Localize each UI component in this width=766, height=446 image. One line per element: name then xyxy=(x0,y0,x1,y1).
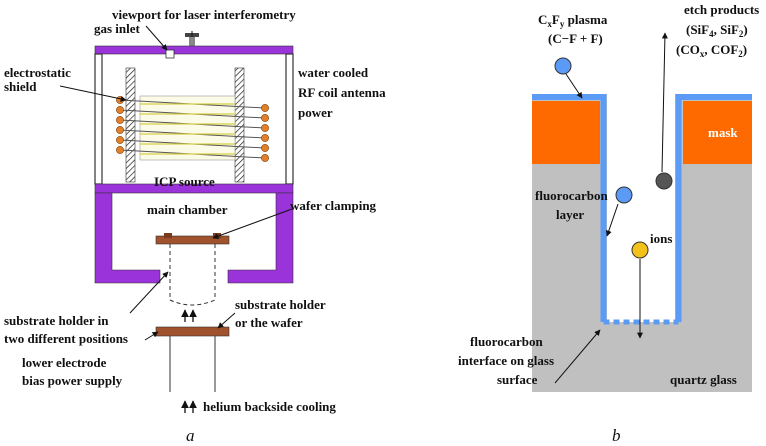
coil-terminal-dot xyxy=(116,136,124,144)
plasma-particle xyxy=(554,57,572,75)
fluorocarbon-particle xyxy=(615,186,633,204)
panel-b: CxFy plasma (C−F + F) etch products (SiF… xyxy=(458,2,759,445)
label-etch-line1: etch products xyxy=(684,2,759,17)
coil-terminal-dot xyxy=(261,154,269,162)
label-plasma-line1: CxFy plasma xyxy=(538,12,608,29)
main-chamber xyxy=(94,192,294,284)
label-positions-line1: substrate holder in xyxy=(4,313,109,328)
label-coil-line1: water cooled xyxy=(298,65,369,80)
label-main-chamber: main chamber xyxy=(147,202,228,217)
caption-b: b xyxy=(612,426,621,445)
caption-a: a xyxy=(186,426,195,445)
label-coil-line3: power xyxy=(298,105,333,120)
wafer-holder-upper xyxy=(155,233,230,245)
fluorocarbon-layer xyxy=(532,94,752,325)
label-shield-line2: shield xyxy=(4,79,37,94)
mask-right xyxy=(683,101,752,164)
coil-terminal-dot xyxy=(261,114,269,122)
label-quartz: quartz glass xyxy=(670,372,737,387)
label-fluorocarbon-line1: fluorocarbon xyxy=(535,188,608,203)
label-coil-line2: RF coil antenna xyxy=(298,85,386,100)
panel-a: viewport for laser interferometry gas in… xyxy=(4,7,386,445)
label-viewport: viewport for laser interferometry xyxy=(112,7,296,22)
label-positions-line2: two different positions xyxy=(4,331,128,346)
coil-terminal-dot xyxy=(116,146,124,154)
rf-coil-windings xyxy=(119,99,266,159)
leader-lines-a xyxy=(59,25,293,341)
ion-particle xyxy=(631,241,649,259)
label-shield-line1: electrostatic xyxy=(4,65,71,80)
label-holder-line1: substrate holder xyxy=(235,297,326,312)
label-mask: mask xyxy=(708,125,738,140)
etch-product-particle xyxy=(655,172,673,190)
mask-left xyxy=(532,101,600,164)
label-plasma-line2: (C−F + F) xyxy=(548,31,603,46)
plasma-tube xyxy=(139,95,236,161)
bellows-dashed xyxy=(169,244,216,306)
coil-terminal-dot xyxy=(261,144,269,152)
label-bias-line1: lower electrode xyxy=(22,355,107,370)
label-fluorocarbon-line2: layer xyxy=(556,207,584,222)
helium-flow-arrows xyxy=(181,309,197,413)
coil-terminal-dot xyxy=(116,126,124,134)
icp-source-chamber xyxy=(94,45,294,194)
label-wafer-clamping: wafer clamping xyxy=(290,198,377,213)
label-gas-inlet: gas inlet xyxy=(94,21,141,36)
label-interface-line2: interface on glass xyxy=(458,353,554,368)
shield-left xyxy=(125,67,136,183)
label-etch-line2: (SiF4, SiF2) xyxy=(686,22,748,39)
label-helium: helium backside cooling xyxy=(203,399,336,414)
label-etch-line3: (COx, COF2) xyxy=(676,42,747,59)
coil-terminal-dot xyxy=(261,134,269,142)
label-interface-line1: fluorocarbon xyxy=(470,334,543,349)
label-bias-line2: bias power supply xyxy=(22,373,123,388)
wafer-holder-lower xyxy=(155,326,230,392)
quartz-glass xyxy=(532,94,752,392)
coil-terminal-dot xyxy=(116,106,124,114)
coil-terminal-dot xyxy=(261,104,269,112)
label-holder-line2: or the wafer xyxy=(235,315,303,330)
label-icp-source: ICP source xyxy=(154,174,215,189)
trajectories xyxy=(554,32,668,384)
coil-terminal-dot xyxy=(116,96,124,104)
shield-right xyxy=(234,67,245,183)
coil-terminal-dot xyxy=(116,116,124,124)
label-ions: ions xyxy=(650,231,672,246)
label-interface-line3: surface xyxy=(497,372,538,387)
coil-terminal-dot xyxy=(261,124,269,132)
